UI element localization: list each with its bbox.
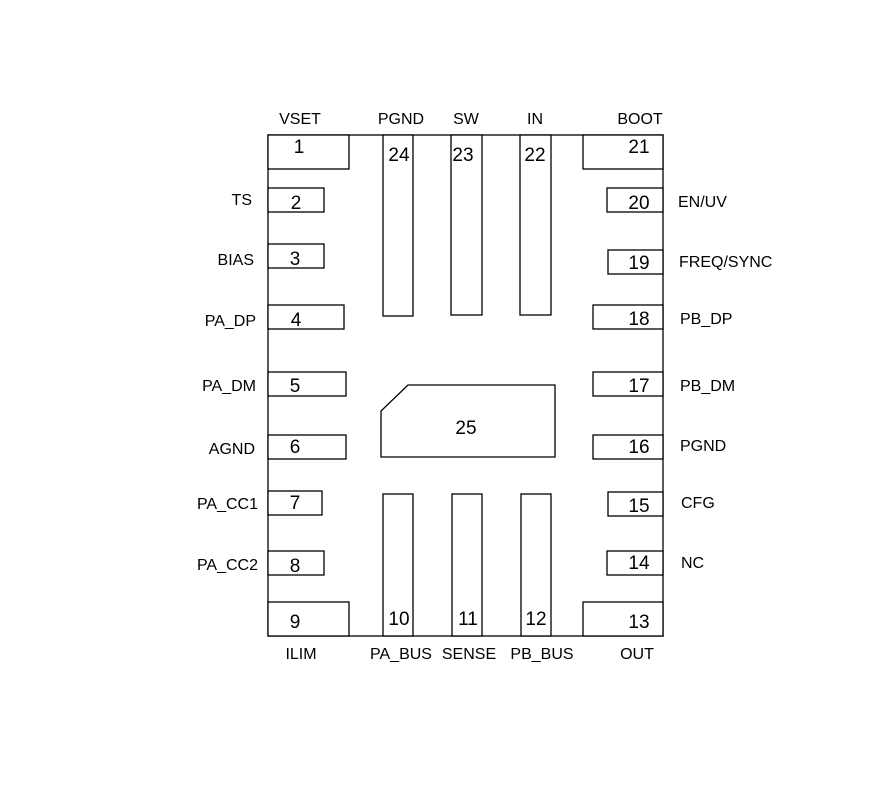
pin-label-1: VSET xyxy=(279,111,321,128)
pin-number-22: 22 xyxy=(524,145,545,166)
thermal-pad-25 xyxy=(380,384,556,458)
pad-23 xyxy=(450,134,483,316)
pin-number-3: 3 xyxy=(290,249,301,270)
pin-number-25: 25 xyxy=(455,418,476,439)
pin-label-21: BOOT xyxy=(617,111,663,128)
pin-number-16: 16 xyxy=(628,437,649,458)
pin-label-10: PA_BUS xyxy=(370,646,432,663)
pin-number-1: 1 xyxy=(294,137,305,158)
pad-16 xyxy=(592,434,664,460)
pin-number-15: 15 xyxy=(628,496,649,517)
pin-number-4: 4 xyxy=(291,310,302,331)
pad-20 xyxy=(606,187,664,213)
pin-number-8: 8 xyxy=(290,556,301,577)
pin-label-20: EN/UV xyxy=(678,194,727,211)
pin-label-8: PA_CC2 xyxy=(197,557,258,574)
pin-label-7: PA_CC1 xyxy=(197,496,258,513)
pin-label-13: OUT xyxy=(620,646,654,663)
pin-number-14: 14 xyxy=(628,553,650,574)
pin-label-15: CFG xyxy=(681,495,715,512)
pin-number-7: 7 xyxy=(290,493,301,514)
pin-number-5: 5 xyxy=(290,376,301,397)
pin-number-13: 13 xyxy=(628,612,649,633)
pin-number-20: 20 xyxy=(628,193,649,214)
pad-17 xyxy=(592,371,664,397)
pad-1 xyxy=(267,134,350,170)
pin-label-18: PB_DP xyxy=(680,311,732,328)
pin-number-17: 17 xyxy=(628,376,649,397)
pin-number-24: 24 xyxy=(388,145,410,166)
pad-14 xyxy=(606,550,664,576)
pin-label-2: TS xyxy=(232,192,252,209)
pin-number-2: 2 xyxy=(291,193,302,214)
pin-number-9: 9 xyxy=(290,612,301,633)
pad-8 xyxy=(267,550,325,576)
pad-15 xyxy=(607,491,664,517)
pin-number-19: 19 xyxy=(628,253,649,274)
pin-label-12: PB_BUS xyxy=(510,646,573,663)
pin-label-11: SENSE xyxy=(442,646,496,663)
pad-5 xyxy=(267,371,347,397)
pin-label-14: NC xyxy=(681,555,704,572)
pin-label-5: PA_DM xyxy=(202,378,256,395)
pin-label-9: ILIM xyxy=(285,646,316,663)
pin-label-4: PA_DP xyxy=(205,313,256,330)
pin-label-19: FREQ/SYNC xyxy=(679,254,772,271)
pin-number-6: 6 xyxy=(290,437,301,458)
pad-13 xyxy=(582,601,664,637)
pad-21 xyxy=(582,134,664,170)
pad-6 xyxy=(267,434,347,460)
pin-number-10: 10 xyxy=(388,609,409,630)
pad-22 xyxy=(519,134,552,316)
pad-19 xyxy=(607,249,664,275)
pin-label-23: SW xyxy=(453,111,480,128)
pin-label-3: BIAS xyxy=(218,252,254,269)
pad-10 xyxy=(382,493,414,637)
pin-label-22: IN xyxy=(527,111,543,128)
pin-label-16: PGND xyxy=(680,438,726,455)
pin-label-24: PGND xyxy=(378,111,424,128)
pad-12 xyxy=(520,493,552,637)
pad-4 xyxy=(267,304,345,330)
pin-number-23: 23 xyxy=(452,145,473,166)
pad-9 xyxy=(267,601,350,637)
pin-label-6: AGND xyxy=(209,441,255,458)
pin-number-18: 18 xyxy=(628,309,649,330)
pin-label-17: PB_DM xyxy=(680,378,735,395)
pin-number-21: 21 xyxy=(628,137,649,158)
pad-24 xyxy=(382,134,414,317)
pad-3 xyxy=(267,243,325,269)
pad-7 xyxy=(267,490,323,516)
pad-11 xyxy=(451,493,483,637)
pad-18 xyxy=(592,304,664,330)
pin-number-12: 12 xyxy=(525,609,546,630)
pad-2 xyxy=(267,187,325,213)
pin-number-11: 11 xyxy=(458,609,478,630)
